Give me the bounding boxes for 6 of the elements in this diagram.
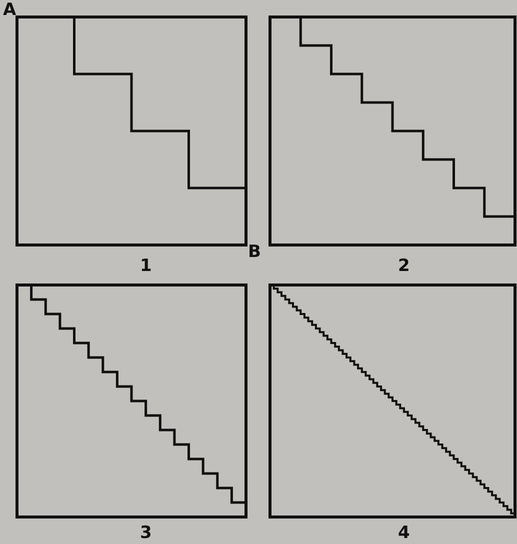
- panel-number: 4: [398, 525, 410, 542]
- panel-number: 2: [398, 258, 410, 275]
- panel-number: 1: [140, 258, 152, 275]
- panel-number: 3: [140, 525, 152, 542]
- corner-letter: B: [248, 244, 261, 261]
- corner-letter: A: [3, 2, 16, 19]
